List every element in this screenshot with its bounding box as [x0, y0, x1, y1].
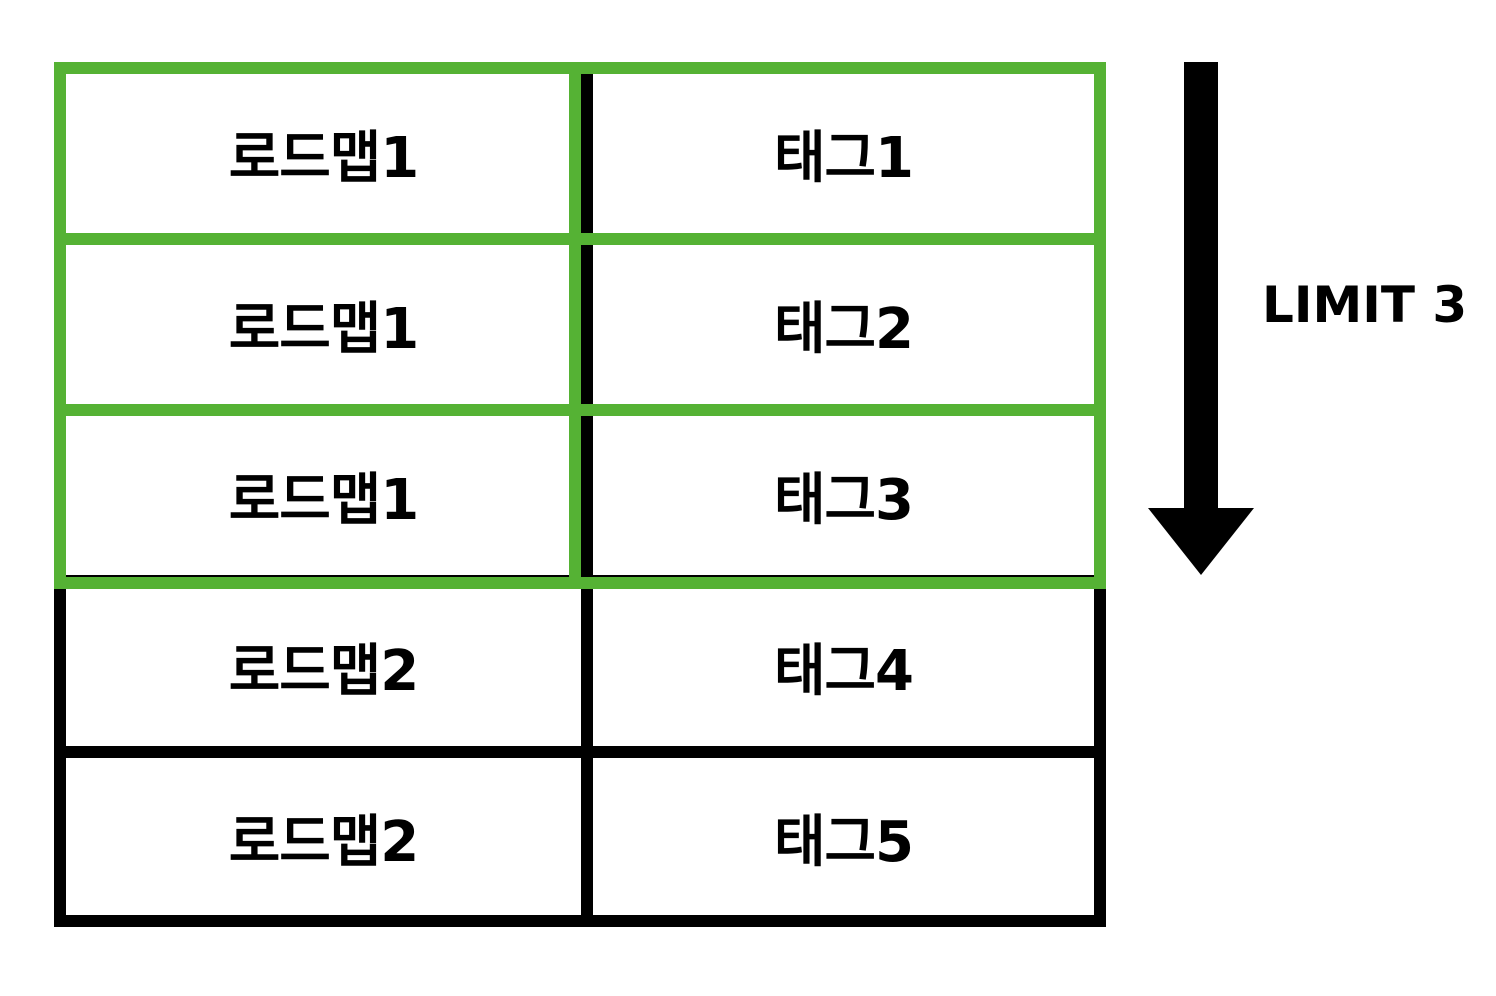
column-divider	[581, 758, 593, 917]
table-row: 로드맵2 태그5	[54, 746, 1106, 917]
table-row: 로드맵1 태그1	[54, 62, 1106, 233]
arrow-head	[1148, 508, 1254, 575]
tag-cell: 태그4	[773, 639, 914, 704]
column-divider	[581, 416, 593, 575]
table-row: 로드맵1 태그2	[54, 233, 1106, 404]
roadmap-cell: 로드맵2	[228, 639, 420, 704]
column-divider	[581, 587, 593, 746]
limit-label: LIMIT 3	[1262, 276, 1468, 334]
table-row: 로드맵2 태그4	[54, 575, 1106, 746]
roadmap-cell: 로드맵1	[228, 297, 420, 362]
tag-cell: 태그5	[773, 810, 914, 875]
tag-cell: 태그3	[773, 468, 914, 533]
roadmap-cell: 로드맵1	[228, 126, 420, 191]
arrow-shaft	[1184, 62, 1218, 518]
down-arrow-icon	[1148, 62, 1254, 575]
table-row: 로드맵1 태그3	[54, 404, 1106, 575]
roadmap-cell: 로드맵2	[228, 810, 420, 875]
tag-cell: 태그1	[773, 126, 914, 191]
column-divider	[581, 74, 593, 233]
tag-cell: 태그2	[773, 297, 914, 362]
table-bottom-border	[54, 915, 1106, 927]
roadmap-cell: 로드맵1	[228, 468, 420, 533]
column-divider	[581, 245, 593, 404]
